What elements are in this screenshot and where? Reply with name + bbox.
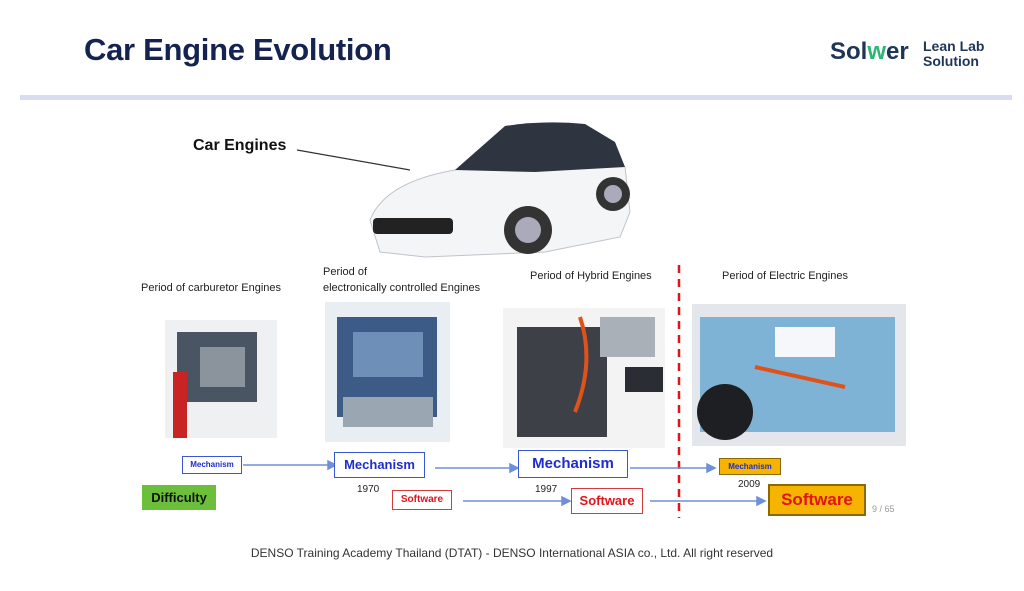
brand-tag-line1: Lean Lab xyxy=(923,38,985,54)
header-divider xyxy=(20,95,1012,100)
year-1997: 1997 xyxy=(535,484,558,495)
brand-part: Sol xyxy=(830,38,868,65)
brand-part-accent: w xyxy=(867,38,887,65)
hybrid-engine-image xyxy=(503,308,665,448)
period-electric-label: Period of Electric Engines xyxy=(722,270,848,282)
mechanism-box-4: Mechanism xyxy=(719,458,781,475)
period-carburetor-label: Period of carburetor Engines xyxy=(141,282,282,294)
period-electronic-label: Period of electronically controlled Engin… xyxy=(323,264,480,296)
year-2009: 2009 xyxy=(738,479,761,490)
mechanism-box-3: Mechanism xyxy=(518,450,628,478)
mechanism-box-1: Mechanism xyxy=(182,456,242,474)
brand-tag-line2: Solution xyxy=(923,53,979,69)
period-electronic-line1: Period of xyxy=(323,266,368,278)
progression-arrows xyxy=(243,459,767,507)
brand-part: er xyxy=(886,38,909,65)
period-hybrid-label: Period of Hybrid Engines xyxy=(530,270,652,282)
software-box-1: Software xyxy=(392,490,452,510)
brand-logo: Solwer xyxy=(830,38,909,66)
difficulty-badge: Difficulty xyxy=(142,485,216,510)
software-box-2: Software xyxy=(571,488,643,514)
period-electronic-line2: electronically controlled Engines xyxy=(323,282,481,294)
year-1970: 1970 xyxy=(357,484,380,495)
car-illustration xyxy=(369,122,631,258)
mechanism-box-2: Mechanism xyxy=(334,452,425,478)
footer-credit: DENSO Training Academy Thailand (DTAT) -… xyxy=(250,546,774,560)
car-engines-label: Car Engines xyxy=(193,137,287,154)
software-box-3: Software xyxy=(768,484,866,516)
carburetor-engine-image xyxy=(165,320,277,438)
electronically-controlled-engine-image xyxy=(325,302,450,442)
slide-graphics xyxy=(165,122,906,518)
page-number: 9 / 65 xyxy=(872,504,895,514)
electric-engine-image xyxy=(692,304,906,446)
page-title: Car Engine Evolution xyxy=(84,32,392,67)
